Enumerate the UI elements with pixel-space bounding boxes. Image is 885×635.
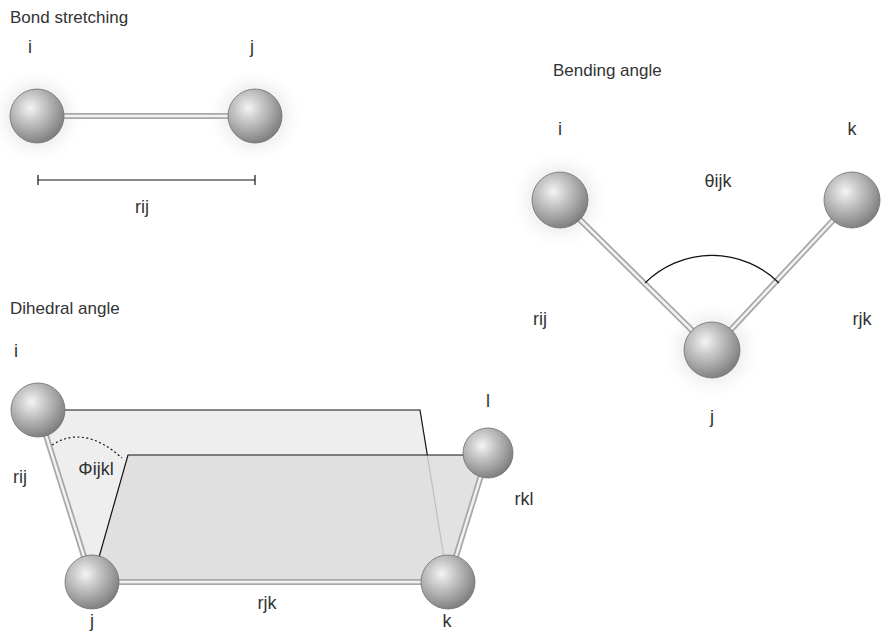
section-title: Bond stretching	[10, 9, 128, 28]
dihedral-planes	[38, 410, 488, 582]
atom-label: j	[90, 612, 94, 632]
distance-label: rij	[135, 198, 149, 218]
dihedral-angle-arc	[52, 437, 122, 458]
distance-label: rij	[533, 310, 547, 330]
section-title: Bending angle	[553, 62, 662, 81]
atom-label: i	[28, 38, 32, 58]
bonds	[37, 116, 852, 582]
distance-bar	[38, 175, 255, 185]
atom-halos	[0, 66, 884, 402]
distance-label: rkl	[515, 490, 534, 510]
distance-label: rjk	[258, 594, 277, 614]
atom-label: k	[848, 120, 857, 140]
atom-label: j	[250, 38, 254, 58]
atoms	[10, 89, 880, 609]
atom-label: l	[486, 392, 490, 412]
atom-label: k	[443, 612, 452, 632]
angle-label: θijk	[704, 172, 731, 192]
bend-angle-arc	[645, 255, 779, 283]
section-title: Dihedral angle	[10, 300, 120, 319]
atom-label: i	[558, 120, 562, 140]
atom-label: i	[14, 342, 18, 362]
atom-label: j	[710, 408, 714, 428]
distance-label: rij	[13, 468, 27, 488]
distance-label: rjk	[853, 310, 872, 330]
angle-label: Φijkl	[78, 460, 113, 480]
